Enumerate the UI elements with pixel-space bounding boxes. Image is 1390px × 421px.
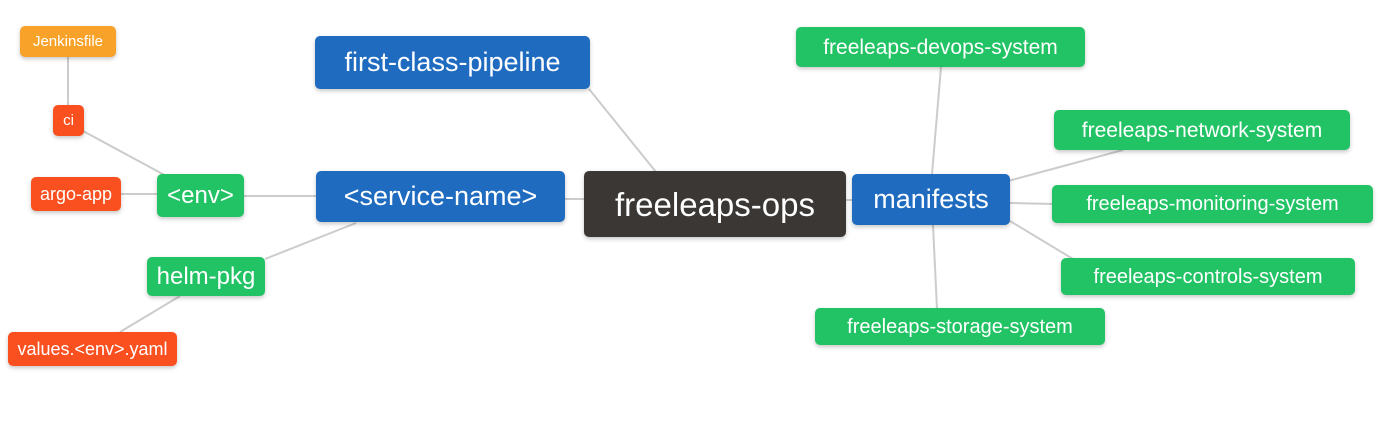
node-freeleaps-ops[interactable]: freeleaps-ops — [584, 171, 846, 237]
node-manifests[interactable]: manifests — [852, 174, 1010, 225]
node-values-env-yaml[interactable]: values.<env>.yaml — [8, 332, 177, 366]
edge-manifests-storage — [932, 224, 938, 310]
edge-pipeline-freeleaps-ops — [588, 88, 657, 173]
node-freeleaps-monitoring-system[interactable]: freeleaps-monitoring-system — [1052, 185, 1373, 223]
edge-manifests-monitoring — [1009, 202, 1055, 205]
edge-values-helm-pkg — [119, 295, 181, 333]
node-freeleaps-network-system[interactable]: freeleaps-network-system — [1054, 110, 1350, 150]
node-env[interactable]: <env> — [157, 174, 244, 217]
edge-manifests-controls — [1009, 220, 1074, 260]
edge-manifests-devops — [931, 66, 942, 175]
node-freeleaps-controls-system[interactable]: freeleaps-controls-system — [1061, 258, 1355, 295]
edge-manifests-network — [1007, 149, 1124, 182]
node-argo-app[interactable]: argo-app — [31, 177, 121, 211]
node-first-class-pipeline[interactable]: first-class-pipeline — [315, 36, 590, 89]
node-helm-pkg[interactable]: helm-pkg — [147, 257, 265, 296]
node-freeleaps-storage-system[interactable]: freeleaps-storage-system — [815, 308, 1105, 345]
node-service-name[interactable]: <service-name> — [316, 171, 565, 222]
node-jenkinsfile[interactable]: Jenkinsfile — [20, 26, 116, 57]
edge-helm-pkg-service-name — [264, 222, 357, 260]
node-freeleaps-devops-system[interactable]: freeleaps-devops-system — [796, 27, 1085, 67]
edge-ci-env — [82, 130, 171, 179]
node-ci[interactable]: ci — [53, 105, 84, 136]
